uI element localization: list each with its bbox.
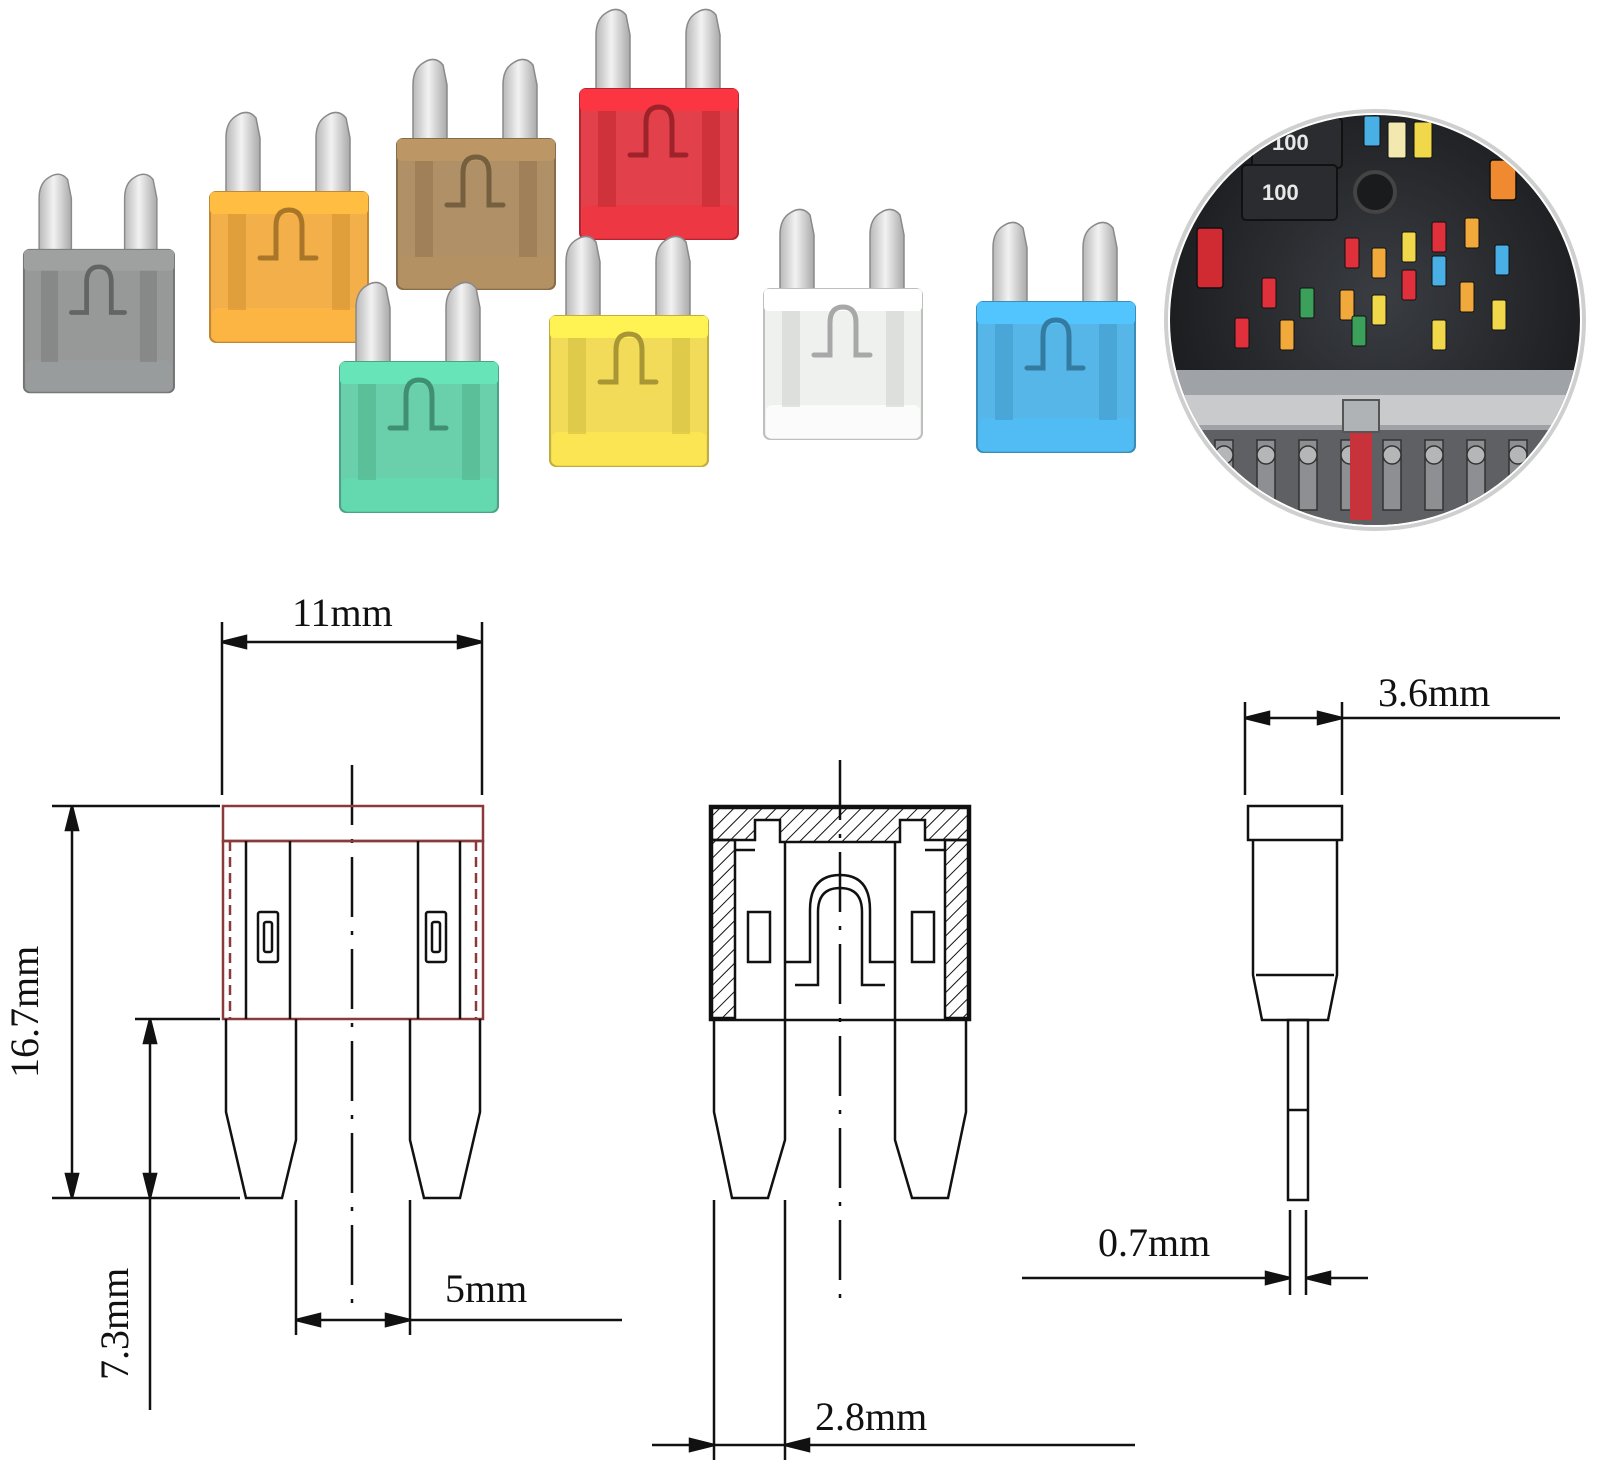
terminal-bolt <box>1466 445 1486 465</box>
green-fuse <box>339 281 499 513</box>
height-dimension-label: 16.7mm <box>2 946 47 1078</box>
box-fuse <box>1489 159 1517 201</box>
terminal <box>1550 439 1570 511</box>
fuse-color-set <box>22 8 1136 513</box>
terminal-bolt <box>1508 445 1528 465</box>
section-view-drawing <box>652 760 1135 1460</box>
box-fuse <box>1363 115 1381 147</box>
orange-fuse <box>209 111 369 343</box>
box-fuse <box>1431 255 1447 287</box>
box-fuse <box>1401 269 1417 301</box>
blade-spacing-dimension-label: 5mm <box>445 1266 527 1311</box>
blade-length-dimension-label: 7.3mm <box>92 1268 137 1380</box>
box-fuse <box>1261 277 1277 309</box>
box-fuse <box>1387 121 1407 159</box>
terminal-bolt <box>1550 445 1570 465</box>
box-fuse <box>1413 121 1433 159</box>
blue-fuse <box>976 221 1136 453</box>
side-view-drawing <box>1022 702 1560 1295</box>
box-fuse <box>1344 237 1360 269</box>
box-fuse <box>1464 217 1480 249</box>
box-fuse <box>1279 319 1295 351</box>
clear-fuse <box>763 208 923 440</box>
box-fuse <box>1371 247 1387 279</box>
box-fuse <box>1196 227 1224 289</box>
yellow-fuse <box>549 235 709 467</box>
box-fuse <box>1234 317 1250 349</box>
terminal-bolt <box>1256 445 1276 465</box>
terminal-bolt <box>1298 445 1318 465</box>
box-fuse <box>1299 287 1315 319</box>
width-dimension-label: 11mm <box>292 590 393 635</box>
tan-fuse <box>396 58 556 290</box>
box-fuse <box>1431 319 1447 351</box>
terminal-bolt <box>1382 445 1402 465</box>
box-fuse <box>1371 294 1387 326</box>
relay-label: 100 <box>1262 180 1299 205</box>
relay-block <box>1241 164 1338 221</box>
blade-thickness-dimension-label: 0.7mm <box>1098 1220 1210 1265</box>
fuse-box-photo: 100 100 <box>1164 109 1586 531</box>
box-fuse <box>1351 315 1367 347</box>
gray-fuse <box>22 173 175 394</box>
box-fuse <box>1401 231 1417 263</box>
terminal-bolt <box>1424 445 1444 465</box>
front-view-drawing <box>52 622 622 1410</box>
red-fuse <box>579 8 739 240</box>
box-fuse <box>1494 244 1510 276</box>
box-fuse <box>1339 289 1355 321</box>
thickness-dimension-label: 3.6mm <box>1378 670 1490 715</box>
blade-width-dimension-label: 2.8mm <box>815 1394 927 1439</box>
box-fuse <box>1491 299 1507 331</box>
box-fuse <box>1459 281 1475 313</box>
box-fuse <box>1431 221 1447 253</box>
